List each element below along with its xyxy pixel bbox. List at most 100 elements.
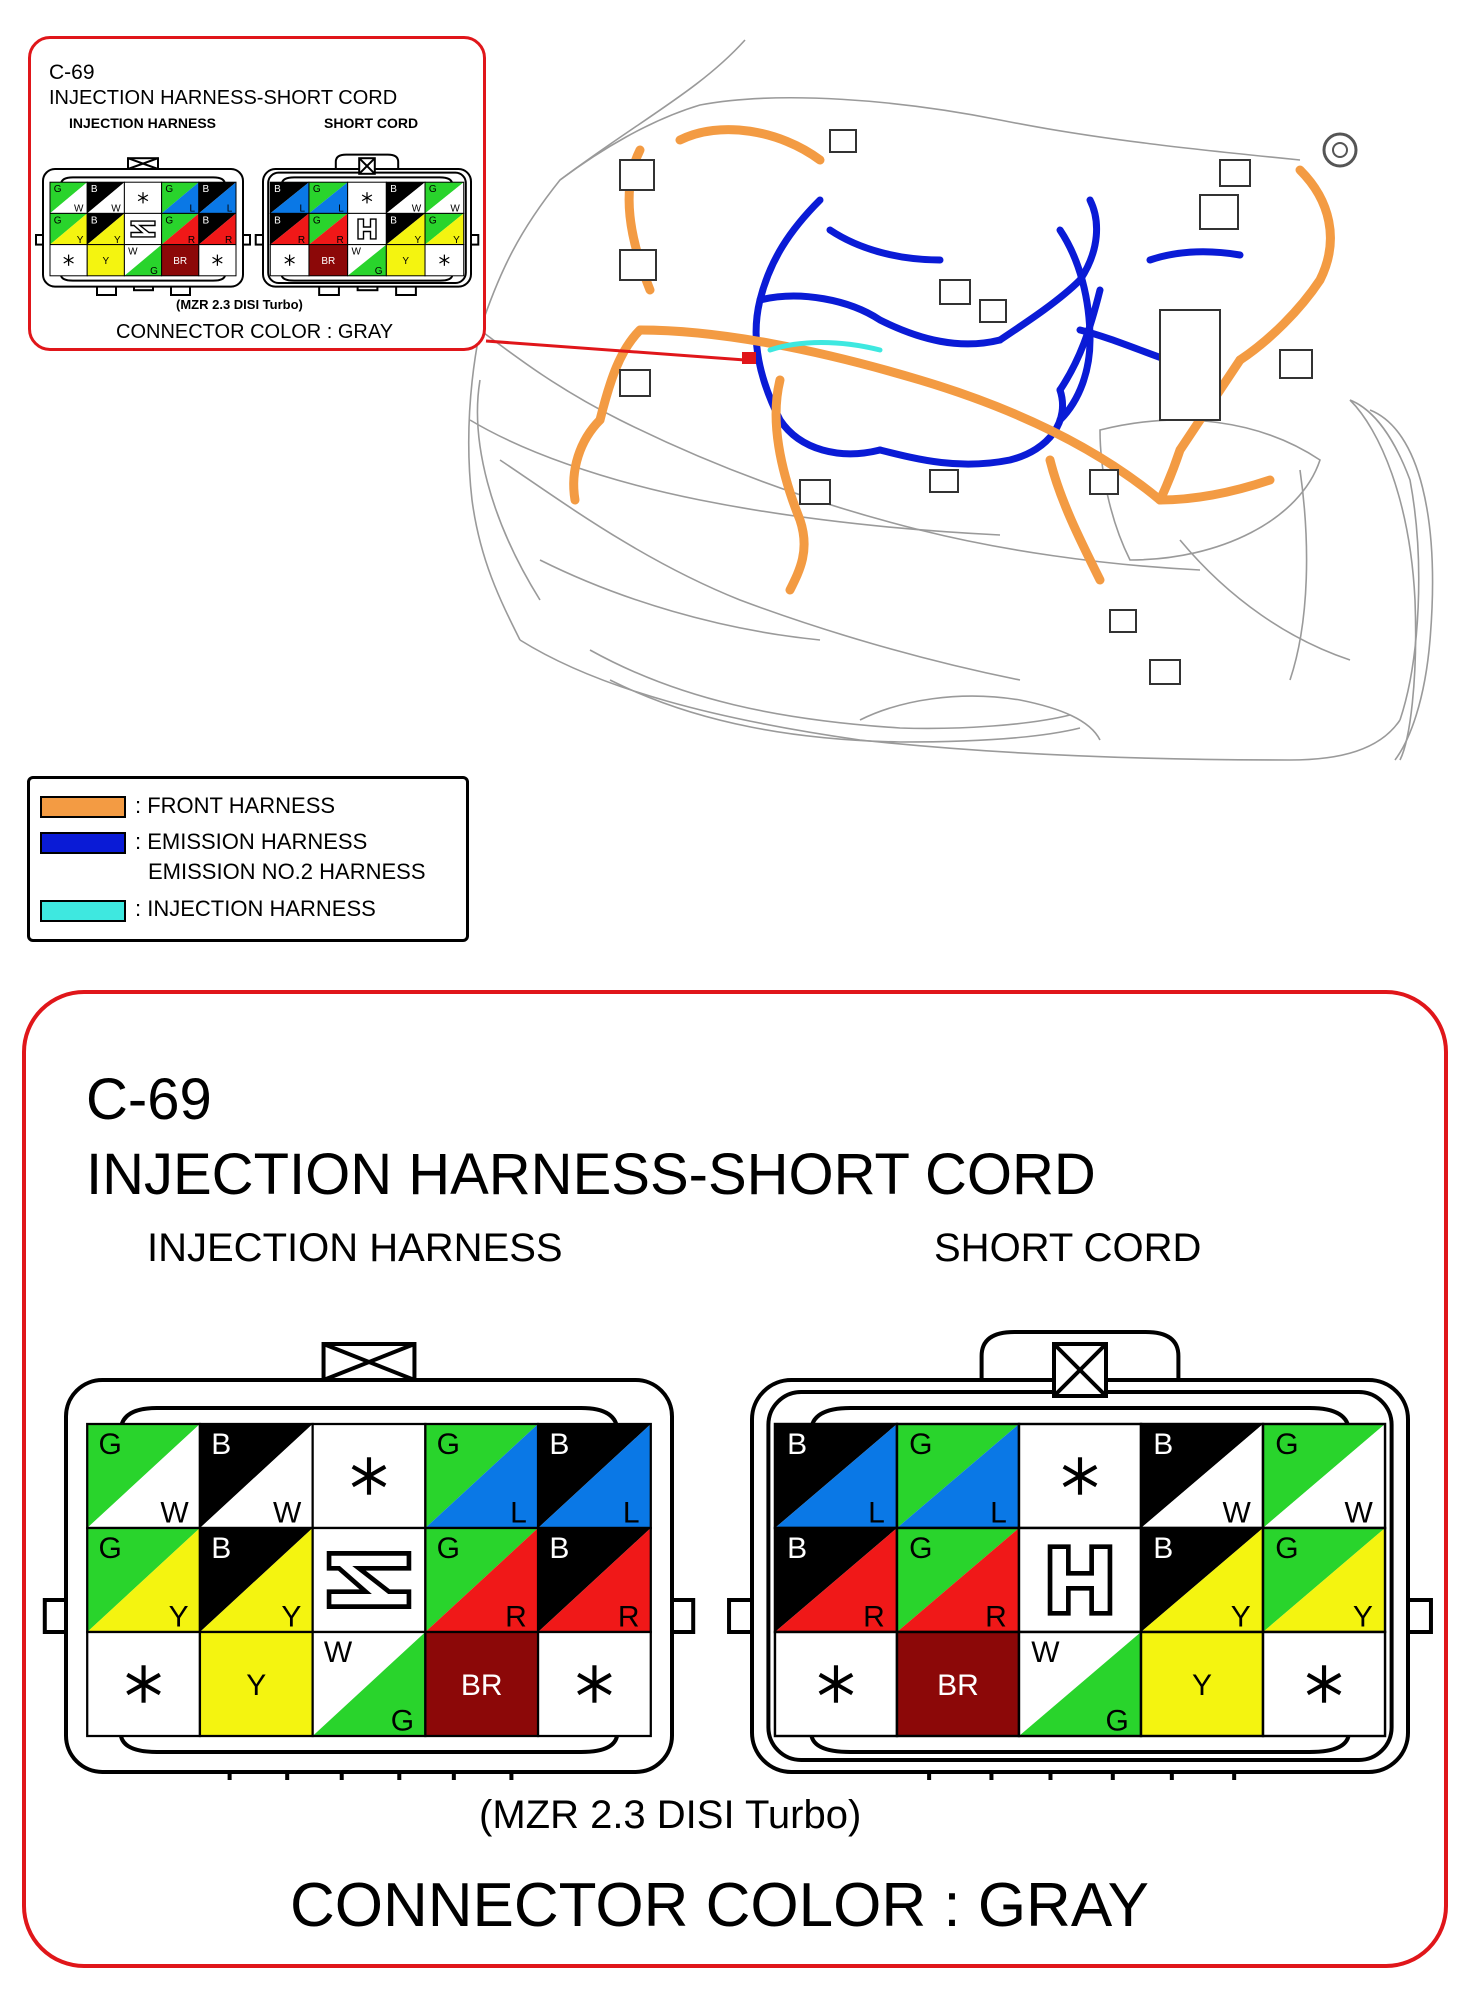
wire-color-label: B: [203, 184, 210, 195]
unused-pin-asterisk-icon: [212, 254, 223, 266]
headlight-outline: [1099, 419, 1321, 561]
wire-stripe-label: G: [150, 266, 158, 277]
injection-harness-pin-r1c1: GW: [86, 1422, 202, 1530]
wire-color-label: B: [549, 1532, 569, 1565]
connector-color-label: CONNECTOR COLOR : GRAY: [290, 1871, 1149, 1940]
short-cord-pin-r3c2: BR: [895, 1630, 1021, 1738]
connector-title: INJECTION HARNESS-SHORT CORD: [86, 1142, 1096, 1207]
wire-color-label: B: [1153, 1532, 1173, 1565]
inset-short-cord-pin-r2c3: [347, 212, 387, 246]
injection-harness-pin-r2c2: BY: [198, 1526, 314, 1634]
wire-stripe-label: R: [337, 235, 344, 246]
wire-stripe-label: Y: [453, 235, 460, 246]
short-cord-pin-r3c4: Y: [1139, 1630, 1265, 1738]
inset-injection-harness-pin-r1c1: GW: [49, 181, 88, 215]
locking-tab-x-icon: [127, 157, 159, 170]
inset-injection-harness-pin-r2c5: BR: [198, 212, 237, 246]
unused-pin-asterisk-icon: [284, 254, 295, 266]
unused-pin-asterisk-icon: [1306, 1665, 1342, 1703]
unused-pin-asterisk-icon: [577, 1665, 612, 1703]
unused-pin-asterisk-icon: [351, 1457, 387, 1495]
wire-color-label: B: [787, 1532, 807, 1565]
wire-stripe-label: W: [74, 204, 84, 215]
wire-stripe-label: R: [298, 235, 305, 246]
wire-stripe-label: G: [1105, 1705, 1128, 1738]
wire-color-label: G: [429, 215, 437, 226]
short-cord-pin-r2c3: [1017, 1526, 1143, 1634]
unused-pin-asterisk-icon: [126, 1665, 161, 1703]
wire-color-label: G: [54, 184, 62, 195]
short-cord-pin-r1c4: BW: [1139, 1422, 1265, 1530]
wire-color-label: B: [211, 1428, 231, 1461]
wire-stripe-label: R: [863, 1601, 885, 1634]
inset-connector-code: C-69: [49, 61, 95, 84]
wire-stripe-label: L: [868, 1497, 885, 1530]
wire-stripe-label: Y: [77, 235, 84, 246]
inset-short-cord-pin-r1c2: GL: [308, 181, 349, 215]
short-cord-pin-r2c4: BY: [1139, 1526, 1265, 1634]
inset-injection-harness-pin-r2c4: GR: [161, 212, 200, 246]
short-cord-pin-r3c1: [773, 1630, 899, 1738]
inset-injection-harness-pin-r2c1: GY: [49, 212, 88, 246]
injection-harness-pin-r2c3: [311, 1526, 427, 1634]
wire-stripe-label: Y: [414, 235, 421, 246]
inset-short-cord-pin-r3c3: WG: [347, 244, 387, 277]
wire-stripe-label: R: [618, 1601, 640, 1634]
wire-color-label: B: [1153, 1428, 1173, 1461]
wire-stripe-label: L: [190, 204, 196, 215]
inset-short-cord-pin-r2c1: BR: [269, 212, 310, 246]
short-cord-header: SHORT CORD: [934, 1226, 1202, 1270]
inset-connector-callout: C-69 INJECTION HARNESS-SHORT CORD INJECT…: [28, 36, 486, 351]
wire-color-label: B: [390, 215, 397, 226]
wire-color-label: W: [1031, 1636, 1060, 1669]
inset-short-cord-pin-r1c4: BW: [385, 181, 426, 215]
leader-line: [485, 339, 746, 362]
wire-color-label: B: [274, 215, 281, 226]
unused-pin-asterisk-icon: [1062, 1457, 1098, 1495]
wire-color-label: BR: [461, 1669, 503, 1702]
wire-color-label: B: [390, 184, 397, 195]
locking-tab-x-icon: [321, 1342, 417, 1382]
wire-stripe-label: G: [375, 266, 383, 277]
key-lock-h-icon: [357, 218, 377, 240]
inset-short-cord-pin-r3c5: [424, 244, 465, 277]
wire-stripe-label: L: [227, 204, 233, 215]
wire-color-label: G: [437, 1532, 460, 1565]
wire-color-label: G: [98, 1428, 121, 1461]
wire-color-label: Y: [102, 256, 109, 267]
wire-color-label: W: [128, 247, 138, 258]
engine-note: (MZR 2.3 DISI Turbo): [479, 1793, 862, 1837]
wire-stripe-label: R: [188, 235, 195, 246]
inset-short-cord-pin-r1c3: [347, 181, 387, 214]
wire-stripe-label: Y: [114, 235, 121, 246]
wire-stripe-label: G: [391, 1705, 414, 1738]
wire-color-label: G: [54, 215, 62, 226]
harness-legend: : FRONT HARNESS : EMISSION HARNESS EMISS…: [27, 776, 469, 942]
legend-label-emission-no2: EMISSION NO.2 HARNESS: [148, 859, 426, 884]
short-cord-pin-r1c2: GL: [895, 1422, 1021, 1530]
inset-short-cord-pin-r3c4: Y: [385, 244, 426, 277]
injection-harness-pin-r2c5: BR: [536, 1526, 652, 1634]
inset-injection-harness-pin-r3c2: Y: [86, 244, 125, 277]
short-cord-pin-r2c1: BR: [773, 1526, 899, 1634]
injection-harness-pin-r3c1: [86, 1630, 202, 1738]
short-cord-pin-r3c3: WG: [1017, 1630, 1143, 1738]
injection-harness-header: INJECTION HARNESS: [147, 1226, 563, 1270]
inset-short-cord-pin-r2c2: GR: [308, 212, 349, 246]
legend-label-front: : FRONT HARNESS: [135, 793, 336, 818]
wire-stripe-label: L: [623, 1497, 640, 1530]
inset-short-cord-pin-r3c1: [269, 244, 310, 277]
wire-color-label: W: [324, 1636, 353, 1669]
wire-stripe-label: L: [300, 204, 306, 215]
inset-injection-harness-pin-r2c3: [123, 212, 163, 246]
key-lock-z-icon: [326, 1551, 412, 1609]
inset-injection-harness-pin-r3c5: [198, 244, 237, 277]
unused-pin-asterisk-icon: [361, 192, 373, 204]
inset-injection-harness-pin-r1c4: GL: [161, 181, 200, 215]
wire-color-label: B: [211, 1532, 231, 1565]
unused-pin-asterisk-icon: [439, 254, 450, 266]
connector-code: C-69: [86, 1067, 212, 1132]
short-cord-pin-r1c5: GW: [1261, 1422, 1387, 1530]
